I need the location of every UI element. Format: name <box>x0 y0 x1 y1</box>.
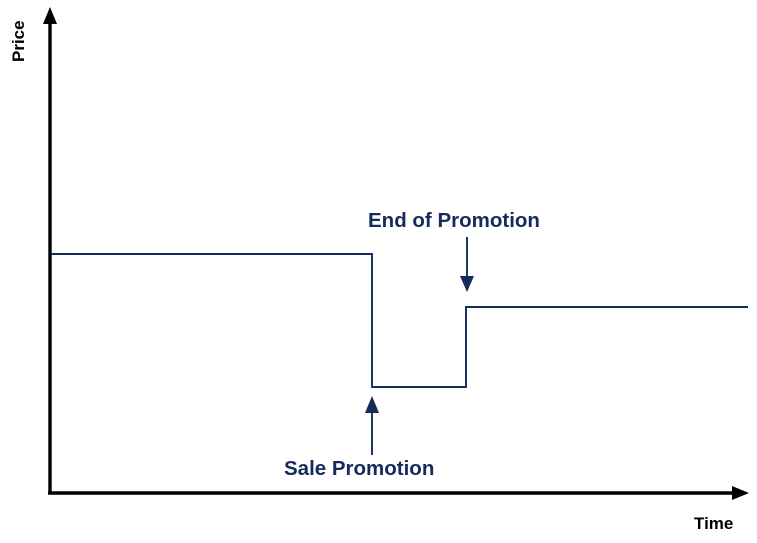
price-step-line <box>51 253 748 388</box>
sale-promotion-label: Sale Promotion <box>284 457 434 480</box>
x-axis-label: Time <box>694 514 733 533</box>
axes-group <box>43 7 749 500</box>
annotation-sale-promotion: Sale Promotion <box>284 396 434 480</box>
arrow-up-icon <box>365 396 379 413</box>
price-series-group <box>51 253 748 388</box>
y-axis-arrow-icon <box>43 7 57 24</box>
annotation-end-of-promotion: End of Promotion <box>368 209 540 292</box>
arrow-down-icon <box>460 276 474 292</box>
end-of-promotion-label: End of Promotion <box>368 209 540 232</box>
y-axis-label: Price <box>9 20 28 62</box>
x-axis-arrow-icon <box>732 486 749 500</box>
